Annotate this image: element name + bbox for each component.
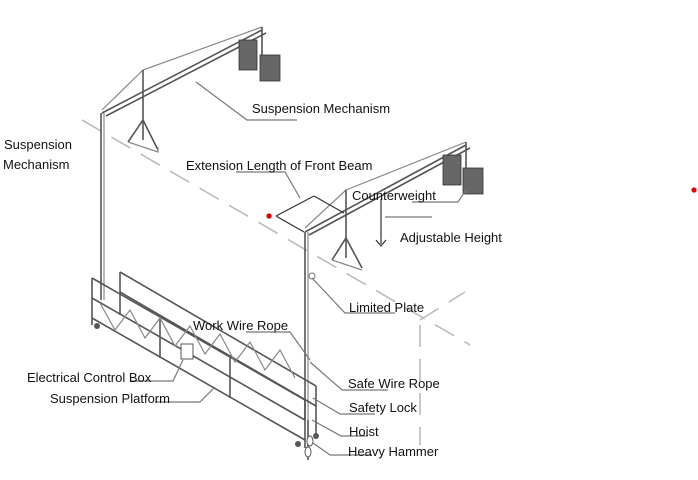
right-suspension-mechanism [304,141,484,420]
marker-dot [266,213,272,219]
label-counterweight: Counterweight [352,188,436,203]
label-heavy-hammer: Heavy Hammer [348,444,439,459]
suspension-platform [91,271,319,460]
marker-dot [691,187,697,193]
label-safety-lock: Safety Lock [349,400,417,415]
label-electrical-control-box: Electrical Control Box [27,370,152,385]
label-suspension-mechanism-left-1: Suspension [4,137,72,152]
label-hoist: Hoist [349,424,379,439]
label-safe-wire-rope: Safe Wire Rope [348,376,440,391]
label-work-wire-rope: Work Wire Rope [193,318,289,333]
leader-lines [130,81,467,456]
left-suspension-mechanism [100,26,281,300]
label-suspension-mechanism-left-2: Mechanism [3,157,70,172]
label-extension-length: Extension Length of Front Beam [186,158,373,173]
label-suspension-mechanism-top: Suspension Mechanism [252,101,391,116]
roof-edge-lines [81,119,471,445]
dimension-lines [275,195,387,247]
label-adjustable-height: Adjustable Height [400,230,502,245]
label-limited-plate: Limited Plate [349,300,425,315]
label-suspension-platform: Suspension Platform [50,391,170,406]
